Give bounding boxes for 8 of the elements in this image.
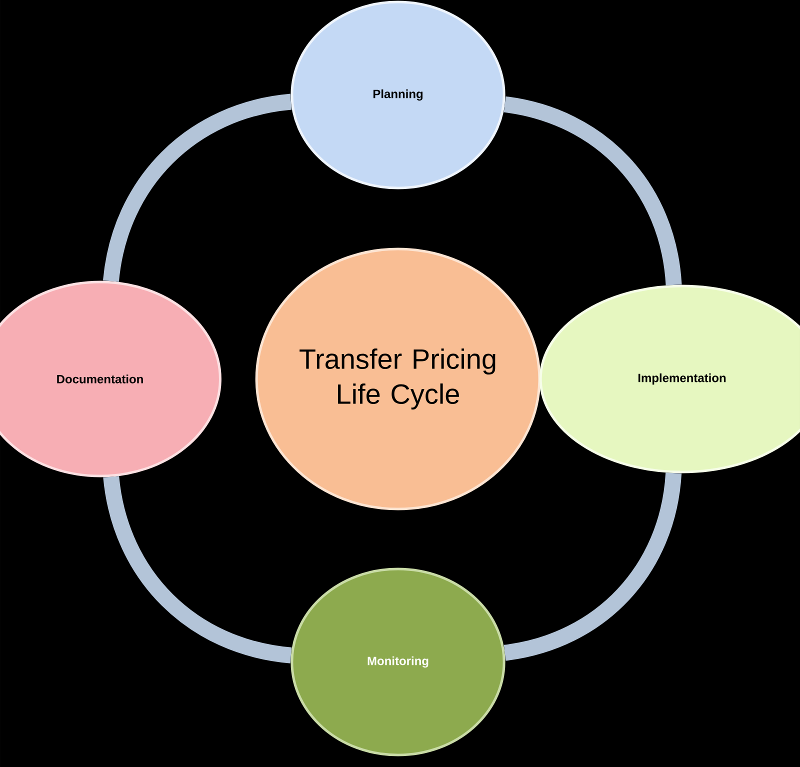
ring-arc <box>503 96 682 286</box>
ring-arc <box>103 476 292 664</box>
circle-node: Transfer Pricing Life Cycle <box>255 248 541 510</box>
circle-node: Planning <box>290 0 506 190</box>
ring-arc <box>503 472 682 661</box>
circle-node: Monitoring <box>290 568 506 756</box>
circle-node: Implementation <box>539 284 800 474</box>
ring-arc <box>103 94 292 282</box>
